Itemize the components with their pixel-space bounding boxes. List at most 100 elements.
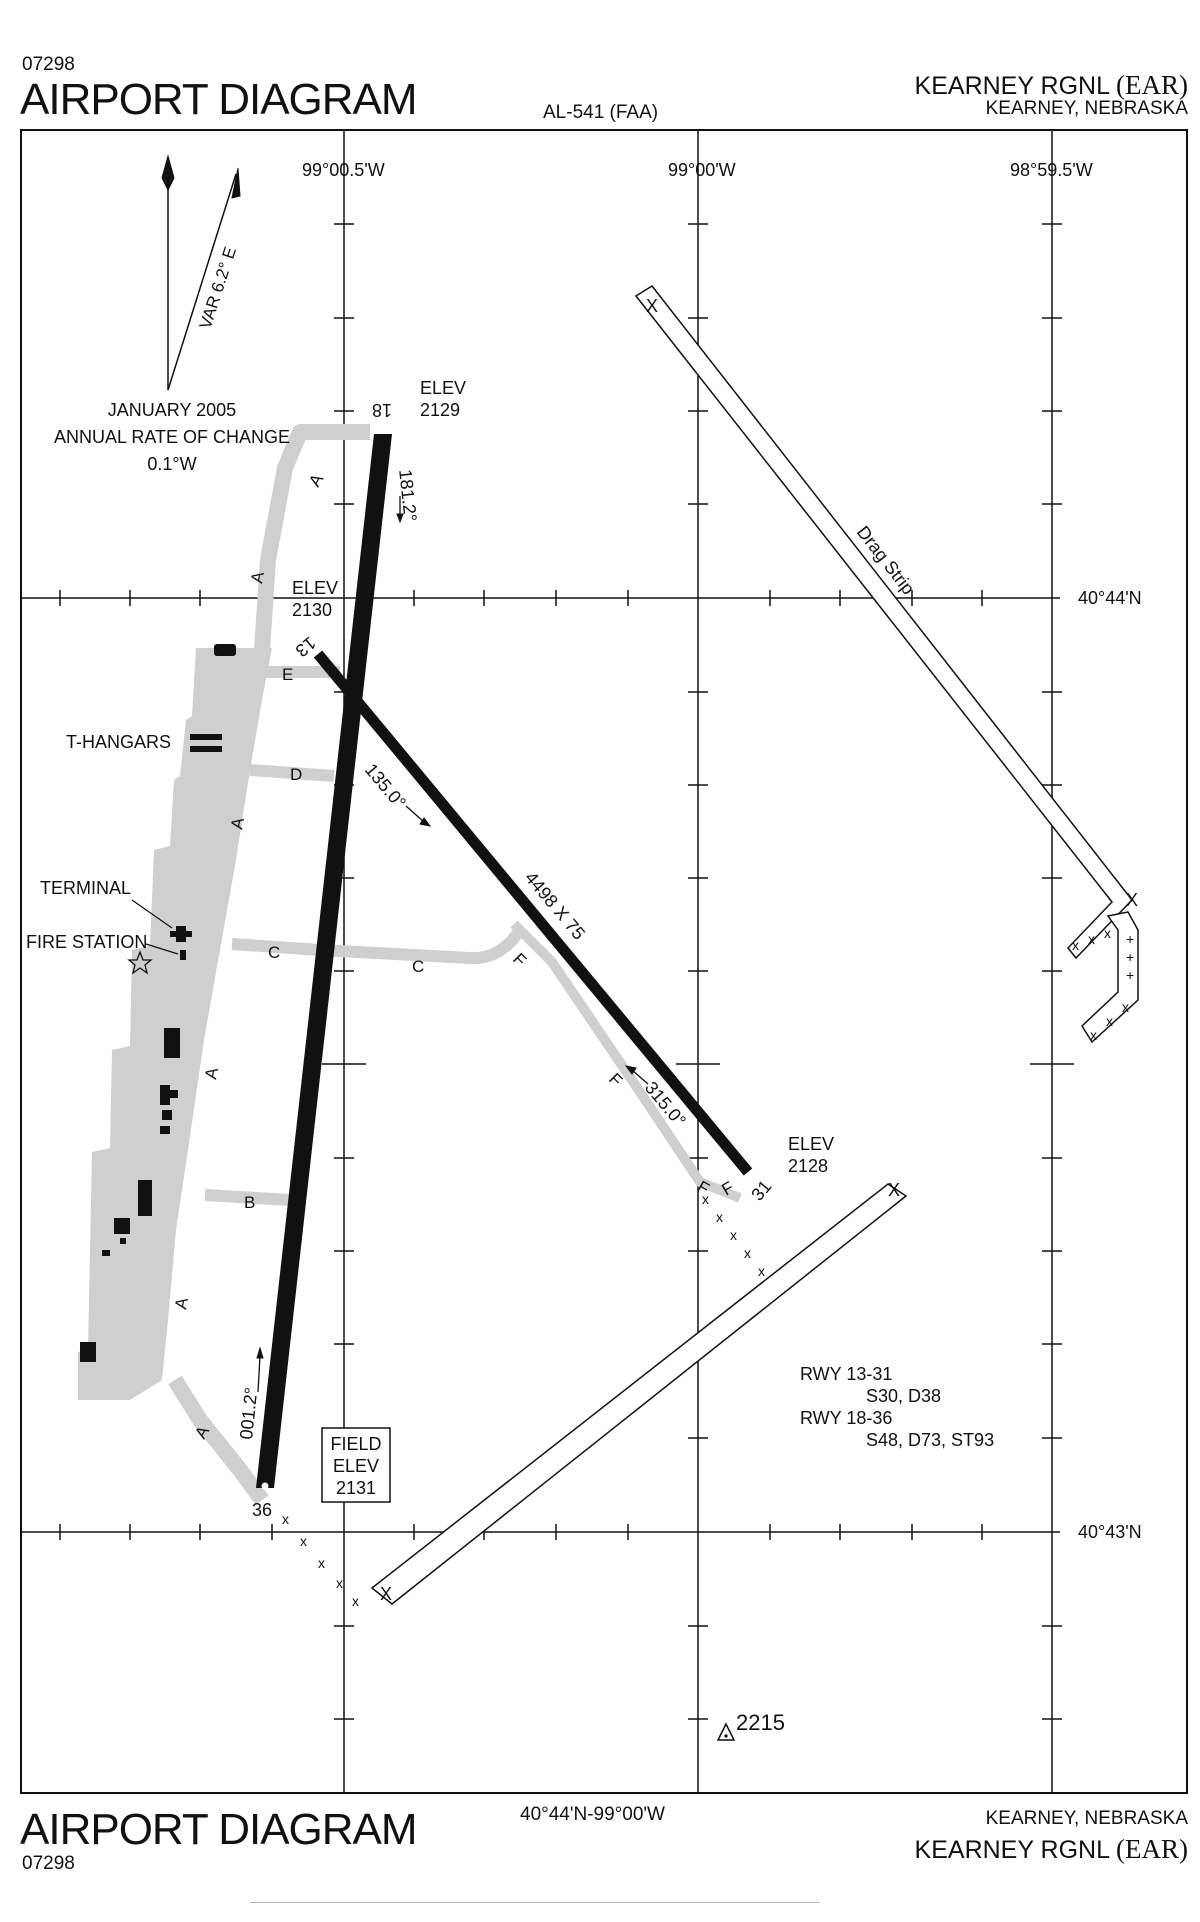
building (102, 1250, 110, 1256)
obstacle-icon (716, 1722, 736, 1741)
terminal-leader-line (131, 899, 173, 929)
closed-mark-small: x (716, 1209, 723, 1225)
closed-mark-small: x (702, 1191, 709, 1207)
closed-mark-small: x (1072, 937, 1079, 953)
footer-airport: KEARNEY RGNL (EAR) (915, 1834, 1188, 1865)
publisher-label: AL-541 (FAA) (543, 102, 659, 123)
closed-mark-small: x (744, 1245, 751, 1261)
map-frame (20, 129, 1188, 1794)
magnetic-north-arrowhead-icon (231, 167, 241, 199)
taxiway-f-label: F (605, 1069, 626, 1090)
taxiway-a-label: A (171, 1296, 192, 1311)
north-arrow (161, 154, 241, 391)
building (170, 1090, 178, 1098)
closed-mark-small: + (1126, 931, 1134, 947)
closed-mark-small: x (730, 1227, 737, 1243)
true-north-arrowhead-icon (161, 154, 175, 192)
building (80, 1342, 96, 1362)
footer-title: AIRPORT DIAGRAM (20, 1805, 418, 1854)
building (120, 1238, 126, 1244)
closed-mark-small: x (282, 1511, 289, 1527)
building (162, 1110, 172, 1120)
rate-of-change-label: ANNUAL RATE OF CHANGE (54, 427, 290, 447)
runway-end-36: 36 (252, 1500, 272, 1520)
obstacle-elevation: 2215 (736, 1710, 785, 1735)
lon-label-3: 98°59.5'W (1010, 160, 1093, 180)
obstacle-dot (724, 1734, 728, 1738)
runway-36-threshold-marker (261, 1482, 269, 1490)
buildings (80, 644, 236, 1362)
bottom-rule (250, 1902, 820, 1903)
closed-mark-small: x (1088, 931, 1095, 947)
rwy18-36-strength-values: S48, D73, ST93 (866, 1430, 994, 1450)
page-title: AIRPORT DIAGRAM (20, 75, 418, 124)
drag-strip-north (634, 285, 1133, 960)
taxiway-f-label: F (509, 949, 530, 970)
taxiway-a-north (254, 424, 370, 651)
taxiway-d-connector (249, 764, 335, 782)
taxiway-a-label: A (247, 570, 268, 585)
apron-area (78, 648, 272, 1400)
building (164, 1028, 180, 1058)
closed-mark: X (1126, 890, 1138, 910)
rwy18-elev-value: 2129 (420, 400, 460, 420)
taxiway-f (510, 920, 742, 1203)
airport-name: KEARNEY RGNL (EAR) (915, 70, 1188, 101)
lon-label-2: 99°00'W (668, 160, 736, 180)
rwy31-elev-label: ELEV (788, 1134, 834, 1154)
rwy18-elev-label: ELEV (420, 378, 466, 398)
t-hangar-2 (190, 746, 222, 752)
footer-airport-text: KEARNEY RGNL (914, 1836, 1110, 1864)
rwy13-31-strength-label: RWY 13-31 (800, 1364, 892, 1384)
chart-id: 07298 (22, 54, 75, 75)
terminal-building-2 (170, 931, 192, 937)
rwy13-elev-value: 2130 (292, 600, 332, 620)
closed-mark-small: x (300, 1533, 307, 1549)
footer-chart-id: 07298 (22, 1853, 75, 1874)
taxiway-a-label: A (201, 1066, 222, 1081)
footer-airport-id: (EAR) (1116, 1834, 1188, 1864)
rwy36-heading: 001.2° (236, 1386, 261, 1440)
closed-strip (370, 1183, 908, 1605)
grid-ticks (59, 223, 1062, 1720)
t-hangars-label: T-HANGARS (66, 732, 171, 752)
runway-end-18: 18 (372, 400, 392, 420)
closed-mark: X (888, 1180, 900, 1200)
rate-of-change-value: 0.1°W (147, 454, 196, 474)
closed-mark-small: + (1126, 967, 1134, 983)
lat-label-1: 40°44'N (1078, 588, 1142, 608)
taxiway-e-label: E (282, 665, 293, 684)
building (214, 644, 236, 656)
magnetic-north-line (167, 173, 237, 391)
closed-mark-small: x (758, 1263, 765, 1279)
taxiway-b-connector (204, 1189, 291, 1206)
building (138, 1180, 152, 1216)
closed-mark-small: x (1106, 1013, 1113, 1029)
closed-mark-small: x (1104, 925, 1111, 941)
taxiway-a-label: A (227, 816, 248, 831)
taxiway-c-label: C (412, 957, 424, 976)
closed-mark-small: x (1090, 1027, 1097, 1043)
closed-mark: X (646, 296, 658, 316)
closed-mark-small: x (318, 1555, 325, 1571)
taxiway-a-label: A (305, 470, 327, 490)
closed-mark-small: + (1126, 949, 1134, 965)
airport-city: KEARNEY, NEBRASKA (985, 98, 1188, 119)
building (160, 1126, 170, 1134)
building (160, 1085, 170, 1105)
variation-label: VAR 6.2° E (196, 245, 240, 332)
lon-label-1: 99°00.5'W (302, 160, 385, 180)
reference-point: 40°44'N-99°00'W (520, 1804, 665, 1825)
taxiway-c-label: C (268, 943, 280, 962)
closed-mark: X (380, 1584, 392, 1604)
runway-end-31: 31 (747, 1176, 775, 1204)
field-elev-label-2: ELEV (333, 1456, 379, 1476)
closed-section-marks: x x x x x x x x x x x x x + + + x x x (282, 925, 1134, 1609)
fire-station-star-icon (127, 950, 153, 975)
airport-name-text: KEARNEY RGNL (914, 72, 1110, 100)
rwy18-36-dimensions: 7094 X 150 (284, 1163, 314, 1257)
terminal-label: TERMINAL (40, 878, 131, 898)
taxiway-b-label: B (244, 1193, 255, 1212)
taxiway-a-south (168, 1375, 269, 1505)
